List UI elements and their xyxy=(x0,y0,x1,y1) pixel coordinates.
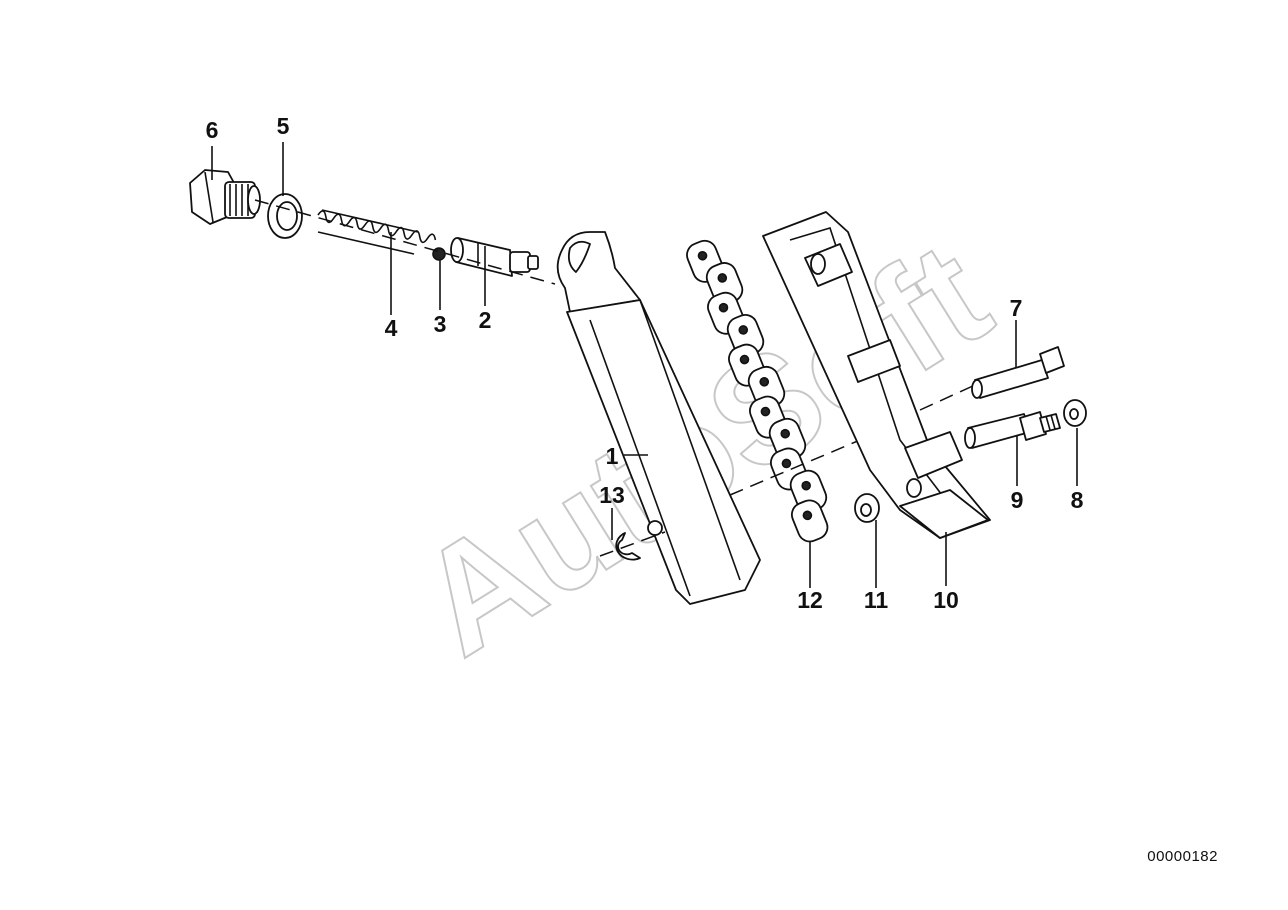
label-part-3: 3 xyxy=(434,311,447,337)
part-2-plunger[interactable] xyxy=(450,237,539,277)
part-6-hex-plug[interactable] xyxy=(189,169,261,225)
part-10-guide-rail[interactable] xyxy=(762,211,991,539)
label-part-1: 1 xyxy=(606,443,619,469)
assembly-axis-middle xyxy=(729,439,861,496)
label-part-9: 9 xyxy=(1011,487,1024,513)
part-1-tensioner-rail[interactable] xyxy=(556,231,761,605)
assembly-axis-top xyxy=(254,199,556,285)
label-part-11: 11 xyxy=(864,587,889,613)
assembly-axis-left xyxy=(599,531,666,557)
part-7-bolt[interactable] xyxy=(971,346,1065,399)
part-4-spring[interactable] xyxy=(317,209,437,255)
part-11-washer[interactable] xyxy=(854,493,880,523)
part-9-bolt[interactable] xyxy=(964,411,1061,449)
part-5-sealing-ring[interactable] xyxy=(267,193,303,239)
part-13-circlip[interactable] xyxy=(615,532,641,561)
label-part-13: 13 xyxy=(599,482,625,508)
label-part-2: 2 xyxy=(479,307,492,333)
label-part-8: 8 xyxy=(1071,487,1084,513)
label-part-12: 12 xyxy=(797,587,823,613)
label-part-4: 4 xyxy=(385,315,398,341)
label-part-10: 10 xyxy=(933,587,959,613)
label-part-5: 5 xyxy=(277,113,290,139)
assembly-axis-upper-right xyxy=(919,384,976,411)
diagram-reference-number: 00000182 xyxy=(1147,848,1218,865)
part-8-washer[interactable] xyxy=(1063,399,1087,427)
label-part-7: 7 xyxy=(1010,295,1023,321)
label-part-6: 6 xyxy=(206,117,219,143)
leader-lines xyxy=(211,142,1078,588)
part-12-timing-chain[interactable] xyxy=(683,233,840,545)
